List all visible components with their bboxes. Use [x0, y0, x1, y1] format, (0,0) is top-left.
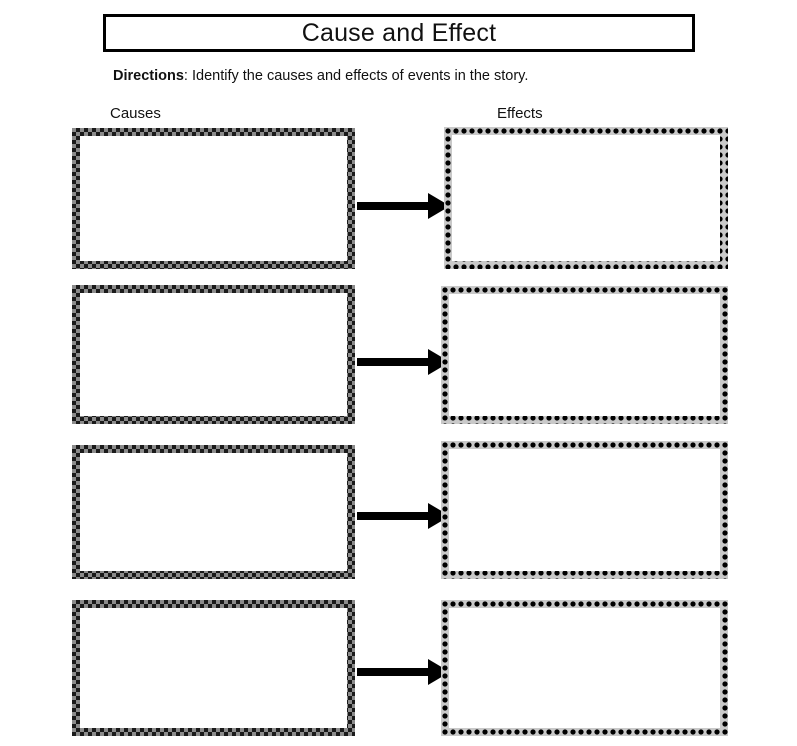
directions-line: Directions: Identify the causes and effe… [113, 68, 528, 84]
cause-box-4-text[interactable] [80, 608, 347, 728]
arrow-shaft [357, 512, 431, 520]
cause-box-1[interactable] [72, 128, 355, 269]
directions-separator: : [183, 68, 192, 84]
column-header-effects: Effects [497, 105, 543, 122]
cause-box-3[interactable] [72, 445, 355, 579]
arrow-shaft [357, 668, 431, 676]
cause-to-effect-arrow-2 [357, 349, 450, 375]
effect-box-3[interactable] [441, 441, 728, 579]
effect-box-2-text[interactable] [449, 294, 720, 416]
column-header-causes: Causes [110, 105, 161, 122]
effect-box-2[interactable] [441, 286, 728, 424]
title-box: Cause and Effect [103, 14, 695, 52]
cause-box-2-text[interactable] [80, 293, 347, 416]
page-title: Cause and Effect [301, 18, 497, 47]
effect-box-4[interactable] [441, 600, 728, 736]
effect-box-1[interactable] [444, 127, 728, 269]
arrow-shaft [357, 358, 431, 366]
cause-box-3-text[interactable] [80, 453, 347, 571]
cause-box-1-text[interactable] [80, 136, 347, 261]
directions-label: Directions [113, 68, 184, 84]
cause-to-effect-arrow-3 [357, 503, 450, 529]
cause-box-4[interactable] [72, 600, 355, 736]
directions-text: Identify the causes and effects of event… [191, 68, 529, 84]
effect-box-1-text[interactable] [452, 135, 720, 261]
effect-box-3-text[interactable] [449, 449, 720, 571]
cause-box-2[interactable] [72, 285, 355, 424]
effect-box-4-text[interactable] [449, 608, 720, 728]
cause-to-effect-arrow-4 [357, 659, 450, 685]
arrow-shaft [357, 202, 431, 210]
cause-to-effect-arrow-1 [357, 193, 450, 219]
